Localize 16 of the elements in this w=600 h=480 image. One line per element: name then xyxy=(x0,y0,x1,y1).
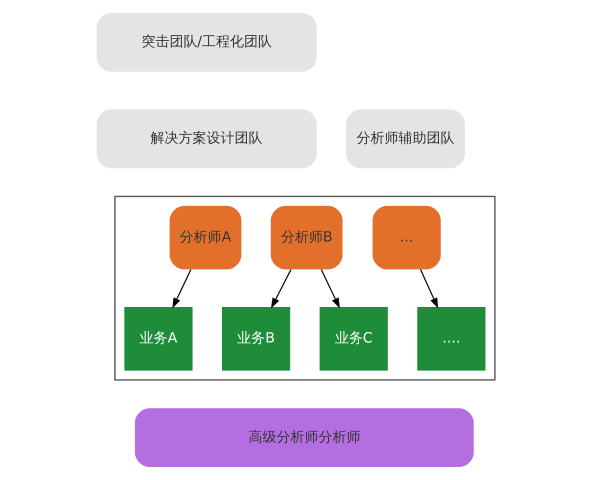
node-box: 分析师B xyxy=(270,206,342,270)
node-box: 业务B xyxy=(221,307,290,371)
node-box: 解决方案设计团队 xyxy=(96,109,316,168)
node-box: 业务A xyxy=(124,307,192,371)
node-box: 分析师辅助团队 xyxy=(346,109,464,168)
node-box: 分析师A xyxy=(169,206,241,270)
arrow xyxy=(172,269,191,309)
node-box: 业务C xyxy=(319,307,388,371)
arrow xyxy=(420,269,438,309)
arrow xyxy=(270,269,291,309)
node-box: ... xyxy=(372,206,440,270)
node-box: .... xyxy=(416,307,485,371)
node-box: 高级分析师分析师 xyxy=(134,408,474,468)
node-box: 突击团队/工程化团队 xyxy=(96,12,316,72)
cluster xyxy=(114,196,496,381)
arrow xyxy=(320,269,340,309)
